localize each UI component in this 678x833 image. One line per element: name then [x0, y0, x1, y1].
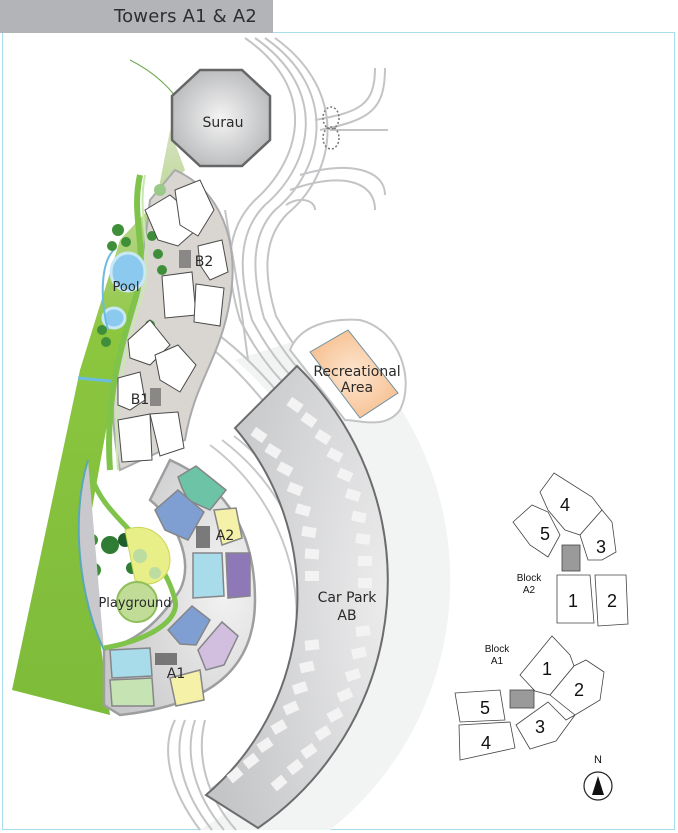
a-tower-cores — [155, 526, 210, 665]
recreational-area-label-1: Recreational — [313, 364, 400, 380]
key-plan-block-a1[interactable]: 1 2 3 4 5 Block A1 — [454, 635, 605, 761]
a1-block-label-2: A1 — [491, 656, 504, 667]
a2-unit-5: 5 — [540, 524, 550, 544]
b-tower-cores — [150, 250, 191, 406]
map-frame — [2, 32, 675, 830]
pool[interactable]: Pool — [101, 247, 147, 331]
a1-unit-2: 2 — [574, 680, 584, 700]
a1-unit-5: 5 — [480, 698, 490, 718]
tower-a1-label: A1 — [167, 666, 185, 682]
a-tower-units — [109, 465, 251, 707]
tower-a2-label: A2 — [216, 528, 234, 544]
a2-unit-4: 4 — [560, 495, 570, 515]
north-arrow-icon: N — [583, 754, 613, 801]
a1-unit-1: 1 — [542, 659, 552, 679]
tower-b2[interactable]: B2 — [195, 254, 214, 270]
car-park-outer-halo — [200, 330, 451, 830]
tower-b2-label: B2 — [195, 254, 214, 270]
tower-b1-label: B1 — [131, 392, 150, 408]
a1-block-label-1: Block — [485, 644, 510, 655]
tower-a2[interactable]: A2 — [216, 528, 234, 544]
car-park-ab[interactable]: Car Park AB — [204, 364, 389, 830]
parking-bays — [226, 396, 372, 792]
a2-block-label-1: Block — [517, 573, 542, 584]
dotted-turnabout — [322, 106, 340, 150]
recreational-area-label-2: Area — [341, 380, 373, 396]
north-label: N — [594, 754, 602, 766]
car-park-label-1: Car Park — [318, 590, 378, 606]
b-tower-units — [117, 179, 229, 463]
recreational-area[interactable]: Recreational Area — [288, 318, 407, 424]
pool-label: Pool — [113, 280, 140, 295]
a2-unit-2: 2 — [607, 591, 617, 611]
tower-a1[interactable]: A1 — [167, 666, 185, 682]
surau-label: Surau — [203, 115, 244, 131]
key-plan-block-a2[interactable]: 4 5 3 1 2 Block A2 — [512, 472, 629, 627]
a2-unit-3: 3 — [596, 537, 606, 557]
surau[interactable]: Surau — [170, 68, 272, 168]
page-title: Towers A1 & A2 — [0, 0, 273, 33]
playground[interactable]: Playground — [98, 526, 172, 623]
a2-unit-1: 1 — [568, 591, 578, 611]
tower-b1[interactable]: B1 — [131, 392, 150, 408]
playground-label: Playground — [98, 596, 171, 611]
a1-unit-4: 4 — [481, 733, 491, 753]
car-park-label-2: AB — [337, 608, 356, 624]
a1-unit-3: 3 — [535, 717, 545, 737]
a2-block-label-2: A2 — [523, 585, 536, 596]
